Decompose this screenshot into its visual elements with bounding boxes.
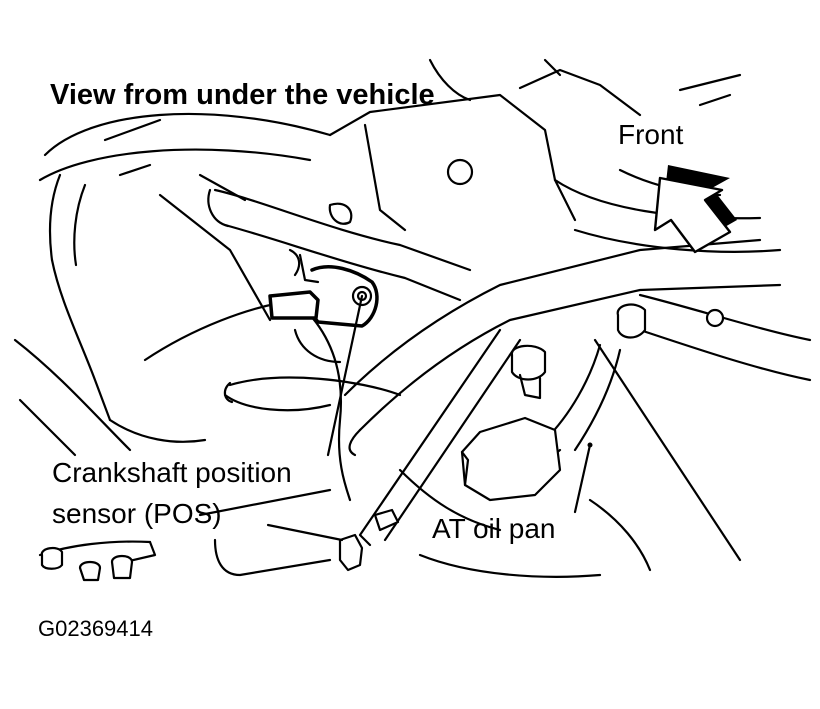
cross-member — [207, 188, 472, 502]
chassis-outline — [13, 112, 332, 457]
lower-bracket — [38, 488, 400, 582]
crankshaft-sensor-label-line2: sensor (POS) — [52, 498, 222, 529]
rail-structure — [343, 238, 812, 562]
leader-lines — [266, 294, 593, 542]
front-arrow-icon — [653, 165, 737, 254]
crankshaft-position-sensor — [268, 248, 379, 328]
at-oil-pan-label: AT oil pan — [432, 513, 555, 544]
figure-id: G02369414 — [38, 616, 153, 641]
at-oil-pan-shape — [398, 343, 652, 578]
diagram-title: View from under the vehicle — [50, 79, 435, 111]
crankshaft-sensor-label-line1: Crankshaft position — [52, 457, 292, 488]
front-label: Front — [618, 119, 684, 150]
